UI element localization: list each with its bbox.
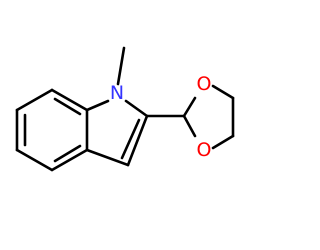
oxygen-top-atom-label: O [197,73,212,95]
nitrogen-atom-label: N [110,82,124,104]
bond-c3-c3a [85,148,130,167]
bond-benzene-1 [15,88,54,112]
benzene-double-bond-bottom [53,144,82,163]
bond-n-methyl [116,46,126,86]
bond-c7a-n [85,99,110,112]
bond-n-c2 [124,99,149,118]
benzene-double-bond-top [53,97,82,116]
pyrrole-double-bond [120,118,141,160]
bond-obottom-acetal [182,114,197,138]
bond-c2-c3 [126,114,149,167]
molecule-canvas: N O O [15,46,235,172]
bond-otop-ch2 [211,84,235,100]
bond-benzene-3 [15,148,54,172]
bond-ch2-obottom [211,134,235,150]
bond-benzene-5 [50,88,89,112]
oxygen-bottom-atom-label: O [197,139,212,161]
bond-benzene-4 [50,148,89,172]
structure-diagram: N O O [15,46,235,172]
bond-acetal-otop [182,96,197,118]
